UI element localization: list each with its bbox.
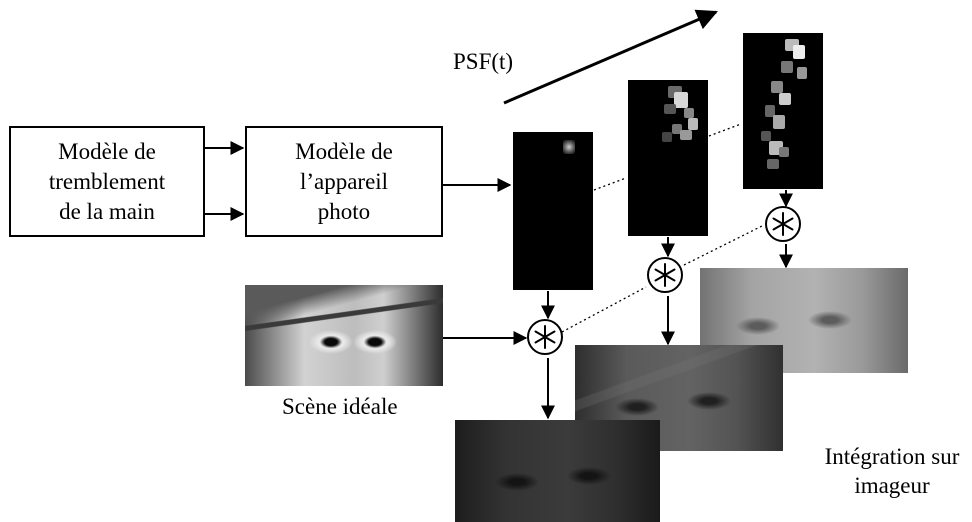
- dotted-link-conv-1-2: [561, 286, 647, 333]
- psf-time-label: PSF(t): [453, 49, 514, 74]
- integration-label-line-2: imageur: [854, 473, 930, 498]
- integration-label-line-1: Intégration sur: [824, 444, 960, 469]
- psf-kernel-3: [743, 33, 823, 189]
- hand-model-line-3: de la main: [59, 198, 155, 224]
- asterisk-icon: [654, 263, 676, 287]
- asterisk-icon: [772, 212, 794, 236]
- dotted-link-psf-2-3: [708, 123, 742, 137]
- camera-model-block: Modèle de l’appareil photo: [245, 126, 443, 237]
- integrated-image-1: [455, 420, 660, 522]
- camera-model-line-2: l’appareil: [299, 168, 389, 194]
- hand-model-line-2: tremblement: [48, 168, 166, 194]
- convolution-operator-3: [765, 206, 801, 242]
- hand-model-line-1: Modèle de: [58, 138, 156, 164]
- hand-tremor-model-block: Modèle de tremblement de la main: [9, 126, 205, 237]
- ideal-scene-image: [245, 285, 443, 386]
- asterisk-icon: [534, 325, 556, 349]
- camera-model-line-3: photo: [317, 198, 371, 224]
- ideal-scene-label: Scène idéale: [282, 394, 398, 419]
- convolution-operator-2: [647, 257, 683, 293]
- camera-model-line-1: Modèle de: [295, 138, 393, 164]
- psf-kernel-1: [513, 132, 593, 290]
- psf-time-arrow: [503, 9, 718, 105]
- dotted-link-psf-1-2: [593, 177, 627, 191]
- convolution-operator-1: [527, 319, 563, 355]
- psf-kernel-2: [628, 80, 708, 236]
